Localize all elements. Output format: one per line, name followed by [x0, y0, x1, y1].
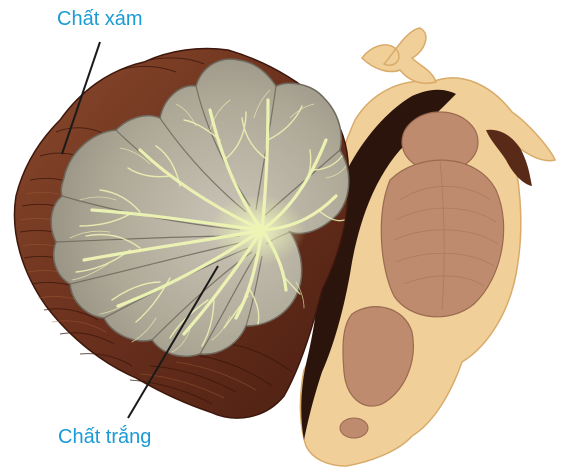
white-matter-label: Chất trắng [58, 427, 151, 447]
gray-matter-label: Chất xám [57, 9, 143, 29]
tectum-curl [362, 28, 436, 83]
brainstem-tissue-bottom [340, 418, 368, 438]
